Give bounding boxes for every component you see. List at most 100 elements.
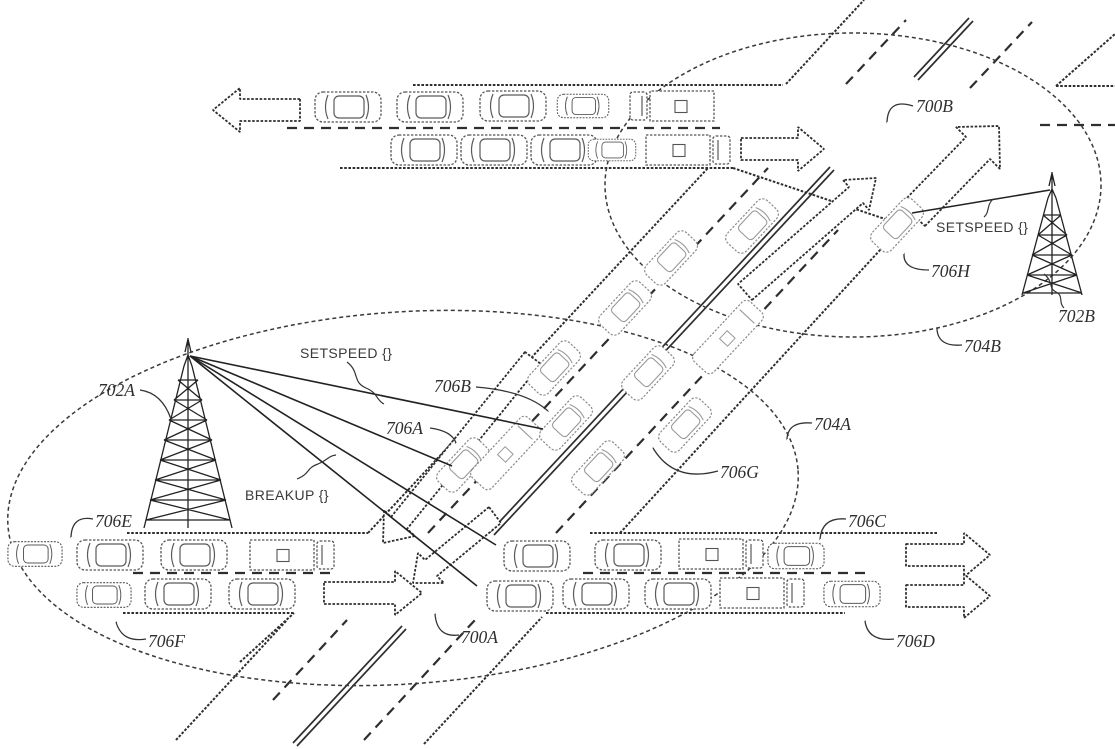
reference-labels: 700B 700A 702A 702B 704A 704B 706A 706B … (95, 96, 1095, 651)
car-icon (314, 91, 382, 123)
label-706G: 706G (720, 462, 759, 482)
annotation-breakup: BREAKUP {} (245, 487, 329, 503)
bus-icon (689, 297, 767, 377)
leader-706H (903, 254, 930, 271)
intersection-corner-flare-se (732, 167, 904, 226)
leader-setspeed-left-squiggle (346, 361, 385, 405)
traffic-flow-arrow-right-icon (740, 126, 825, 172)
signal-arrow-to-706B (189, 355, 544, 429)
car-icon (530, 134, 598, 166)
leader-706C (820, 518, 847, 539)
signal-arrow-to-706A (189, 355, 453, 467)
car-706G-icon (655, 394, 715, 456)
leader-700A (435, 614, 460, 636)
diagonal-road-right-edge-mid (619, 224, 904, 534)
leader-706F (116, 622, 147, 641)
diagonal-lane-dash (427, 167, 769, 534)
diagonal-lane-dash (363, 619, 476, 741)
leader-700B (887, 103, 914, 122)
car-icon (767, 542, 825, 570)
car-icon (228, 578, 296, 610)
traffic-flow-arrow-downleft-short-icon (412, 506, 502, 584)
label-706E: 706E (95, 511, 132, 531)
diagonal-lane-dash (555, 229, 839, 534)
annotation-setspeed-left: SETSPEED {} (300, 345, 392, 361)
leader-704B (937, 329, 963, 346)
car-icon (396, 91, 464, 123)
diagonal-lane-dash (272, 619, 348, 701)
label-706A: 706A (386, 418, 423, 438)
label-706H: 706H (931, 261, 971, 281)
radio-tower-icon (143, 338, 233, 529)
label-706D: 706D (896, 631, 935, 651)
car-icon (641, 227, 701, 289)
label-706C: 706C (848, 511, 886, 531)
command-annotations: SETSPEED {} SETSPEED {} BREAKUP {} (245, 219, 1028, 503)
car-icon (618, 342, 678, 404)
truck-icon (719, 577, 805, 609)
car-icon (644, 578, 712, 610)
coverage-area-704A-ellipse (7, 309, 799, 687)
truck-icon (678, 538, 764, 570)
car-icon (479, 90, 547, 122)
car-icon (556, 93, 610, 119)
leader-702B-squiggle (1043, 273, 1065, 309)
diagonal-road-vehicles (433, 194, 927, 499)
signal-arrow-to-706C-lane (189, 355, 497, 546)
leader-breakup-squiggle (296, 454, 337, 480)
label-700A: 700A (461, 627, 498, 647)
label-706B: 706B (434, 376, 471, 396)
traffic-flow-arrow-right-east-upper-icon (905, 532, 991, 578)
leader-706E (71, 517, 94, 537)
leader-706D (865, 621, 895, 641)
diagonal-road-left-edge-mid (367, 167, 709, 534)
car-icon (7, 541, 63, 567)
car-icon (503, 540, 571, 572)
radio-tower-icon (1021, 172, 1083, 296)
label-702A: 702A (98, 380, 135, 400)
truck-icon (629, 90, 715, 122)
intersection-corner-flare-sw (239, 612, 295, 663)
car-icon (823, 580, 881, 608)
car-icon (160, 539, 228, 571)
car-icon (460, 134, 528, 166)
label-702B: 702B (1058, 306, 1095, 326)
traffic-flow-arrow-left-icon (212, 87, 301, 133)
leader-lines (71, 103, 1065, 641)
car-icon (595, 277, 655, 339)
cell-tower-702B (1021, 172, 1083, 296)
diagonal-road-left-edge-upper (785, 0, 865, 85)
diagonal-road-right-edge-lower (423, 616, 543, 745)
signal-arrow-to-706D-lane (189, 355, 478, 587)
leader-706A (429, 427, 456, 443)
car-icon (486, 580, 554, 612)
traffic-flow-arrow-right-mid-icon (323, 570, 423, 616)
car-icon (587, 138, 637, 162)
diagonal-lane-dash (845, 19, 907, 85)
top-road (287, 33, 1115, 226)
car-icon (722, 195, 782, 257)
car-icon (390, 134, 458, 166)
tower-702A-signal-arrows (189, 355, 544, 587)
traffic-flow-arrow-upright-long-icon (737, 177, 877, 301)
traffic-flow-arrow-upright-big-icon (900, 125, 1001, 227)
car-icon (594, 539, 662, 571)
truck-icon (645, 134, 731, 166)
leader-706B (475, 386, 548, 411)
car-706B-icon (536, 392, 596, 454)
label-704A: 704A (814, 414, 851, 434)
car-icon (76, 539, 144, 571)
diagonal-lane-dash (969, 21, 1033, 89)
diagonal-road-left-edge-lower (175, 619, 288, 741)
label-706F: 706F (148, 631, 185, 651)
car-icon (562, 578, 630, 610)
car-icon (76, 582, 132, 608)
leader-702A (139, 389, 171, 419)
tower-702B-signal-arrow-to-706H (911, 189, 1051, 214)
leader-704A (787, 422, 813, 439)
leader-setspeed-right-squiggle (983, 198, 994, 218)
label-700B: 700B (916, 96, 953, 116)
leader-706G (653, 448, 719, 475)
